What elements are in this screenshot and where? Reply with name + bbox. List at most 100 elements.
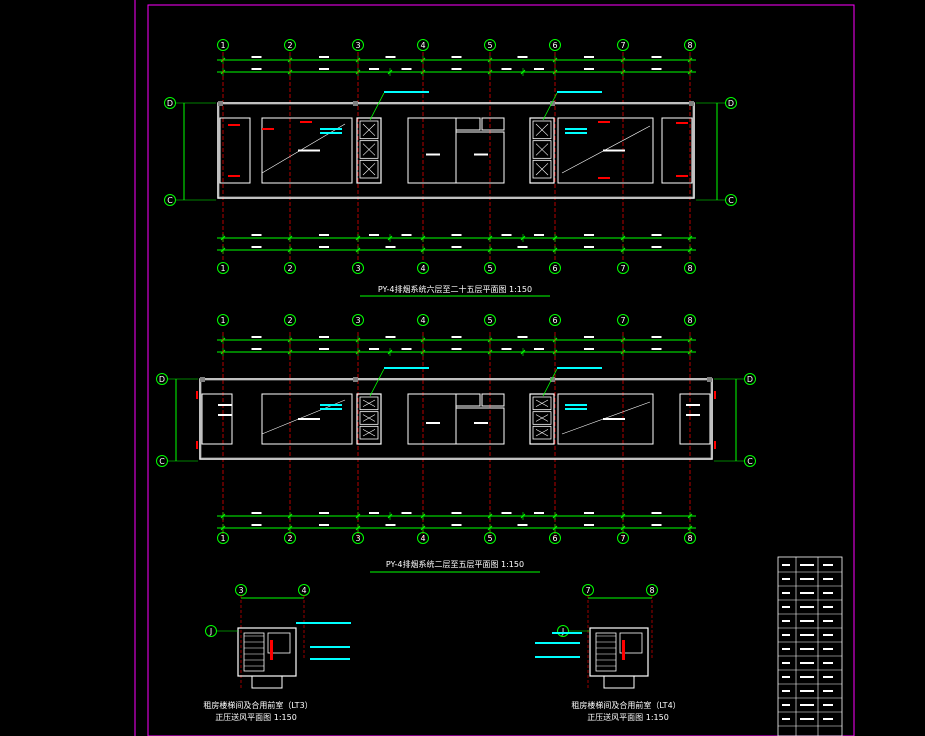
leader-left-1 bbox=[369, 368, 385, 397]
leader-left-0 bbox=[369, 92, 385, 121]
table-cell-a-3 bbox=[782, 606, 790, 608]
fixture-0-2 bbox=[300, 121, 312, 123]
table-cell-b-11 bbox=[800, 718, 814, 720]
axis-right-1-C-label: C bbox=[747, 457, 753, 466]
column-0-0 bbox=[218, 101, 223, 106]
detail-axis-1-8-label: 8 bbox=[649, 586, 654, 595]
detail-fixture-1 bbox=[622, 640, 625, 660]
axis-bot-0-7-label: 7 bbox=[620, 264, 625, 273]
detail-lobby-0 bbox=[267, 632, 291, 654]
axis-bot-1-1-label: 1 bbox=[220, 534, 225, 543]
fixture-1-2 bbox=[714, 391, 716, 399]
axis-top-1-3 bbox=[352, 314, 364, 326]
dim-bot-b-0-dimtext-6 bbox=[651, 246, 662, 248]
axis-right-1-C bbox=[744, 455, 756, 467]
duct-callout-left-1 bbox=[384, 367, 429, 369]
detail-lobby-1 bbox=[619, 632, 643, 654]
dim-top-a-0-dimtext-4 bbox=[517, 56, 528, 58]
column-0-1 bbox=[689, 101, 694, 106]
shaft-left-1-cell-1 bbox=[359, 411, 379, 425]
dim-bot-b-0-dimtext-5 bbox=[584, 246, 594, 248]
axis-bot-0-4-label: 4 bbox=[420, 264, 425, 273]
axis-right-0-C-label: C bbox=[728, 196, 734, 205]
shaft-left-1-x2-1 bbox=[362, 414, 376, 422]
axis-top-0-6 bbox=[549, 39, 561, 51]
duct-tag-right-b-1 bbox=[565, 408, 587, 410]
column-1-3 bbox=[550, 377, 555, 382]
axis-bot-0-3-label: 3 bbox=[355, 264, 360, 273]
axis-left-0-D-label: D bbox=[167, 99, 173, 108]
dim-bot-a-1-dimtext-1 bbox=[319, 512, 329, 514]
axis-top-1-4-label: 4 bbox=[420, 316, 425, 325]
dim-bot-b-1-dimtext-2 bbox=[385, 524, 396, 526]
dim-top-b-1-dimtext-2 bbox=[369, 348, 379, 350]
detail-axis-0-3-label: 3 bbox=[238, 586, 243, 595]
shaft-right-0-cell-0 bbox=[532, 120, 552, 140]
duct-tag-left-b-1 bbox=[320, 408, 342, 410]
dim-bot-a-0-dimtext-0 bbox=[251, 234, 262, 236]
dim-bot-b-0-dimtext-4 bbox=[517, 246, 528, 248]
note-right-1 bbox=[603, 418, 625, 420]
table-cell-c-10 bbox=[823, 704, 833, 706]
room-core-c-1 bbox=[455, 393, 481, 407]
dim-bot-b-0-dimtext-3 bbox=[451, 246, 462, 248]
fixture-1-1 bbox=[196, 441, 198, 449]
shaft-right-1-x2-1 bbox=[535, 414, 549, 422]
axis-bot-1-2-label: 2 bbox=[287, 534, 292, 543]
room-core-b-1 bbox=[455, 407, 505, 445]
shaft-left-0-cell-0 bbox=[359, 120, 379, 140]
dim-top-b-1-dimtext-5 bbox=[501, 348, 512, 350]
dim-bot-b-0-dimtext-1 bbox=[319, 246, 329, 248]
dim-top-b-1-dimtext-3 bbox=[401, 348, 412, 350]
shaft-right-0-x2-0 bbox=[535, 123, 549, 136]
axis-top-1-4 bbox=[417, 314, 429, 326]
table-cell-b-7 bbox=[800, 662, 814, 664]
detail-row-1 bbox=[557, 625, 569, 637]
axis-bot-1-5-label: 5 bbox=[487, 534, 492, 543]
axis-right-0-D-label: D bbox=[728, 99, 734, 108]
axis-bot-0-8 bbox=[684, 262, 696, 274]
axis-bot-0-1-label: 1 bbox=[220, 264, 225, 273]
axis-top-1-8-label: 8 bbox=[687, 316, 692, 325]
axis-right-0-C bbox=[725, 194, 737, 206]
dim-bot-b-1-dimtext-4 bbox=[517, 524, 528, 526]
axis-left-0-C-label: C bbox=[167, 196, 173, 205]
note-right-0 bbox=[603, 149, 625, 152]
detail-base-1 bbox=[603, 675, 635, 689]
dim-bot-a-0-dimtext-8 bbox=[651, 234, 662, 236]
table-cell-c-7 bbox=[823, 662, 833, 664]
detail-fixture-0 bbox=[270, 640, 273, 660]
detail-row-0-label: J bbox=[209, 627, 212, 636]
dim-top-b-0-dimtext-0 bbox=[251, 68, 262, 70]
fixture-0-7 bbox=[676, 175, 688, 177]
shaft-left-0-cell-2 bbox=[359, 159, 379, 179]
detail-duct-tag-lt3-b bbox=[310, 646, 350, 648]
detail-outline-1 bbox=[589, 627, 649, 677]
detail-base-0 bbox=[251, 675, 283, 689]
axis-top-1-5 bbox=[484, 314, 496, 326]
axis-top-0-1-label: 1 bbox=[220, 41, 225, 50]
axis-top-0-8 bbox=[684, 39, 696, 51]
fixture-0-0 bbox=[228, 124, 240, 126]
axis-top-1-7 bbox=[617, 314, 629, 326]
table-cell-a-1 bbox=[782, 578, 790, 580]
axis-top-0-5-label: 5 bbox=[487, 41, 492, 50]
note-core-b-1 bbox=[474, 422, 488, 424]
table-cell-c-9 bbox=[823, 690, 833, 692]
shaft-left-1-x2-0 bbox=[362, 399, 376, 407]
table-cell-a-10 bbox=[782, 704, 790, 706]
table-cell-c-5 bbox=[823, 634, 833, 636]
shaft-right-0-x2-2 bbox=[535, 163, 549, 176]
dim-top-b-0-dimtext-5 bbox=[501, 68, 512, 70]
room-end-left-0 bbox=[219, 117, 251, 184]
column-1-2 bbox=[353, 377, 358, 382]
axis-top-1-2-label: 2 bbox=[287, 316, 292, 325]
detail-stair-1 bbox=[595, 632, 617, 672]
drawing-frame bbox=[134, 0, 855, 736]
dim-bot-a-1-dimtext-0 bbox=[251, 512, 262, 514]
axis-top-1-6-label: 6 bbox=[552, 316, 557, 325]
table-cell-b-2 bbox=[800, 592, 814, 594]
table-cell-a-0 bbox=[782, 564, 790, 566]
